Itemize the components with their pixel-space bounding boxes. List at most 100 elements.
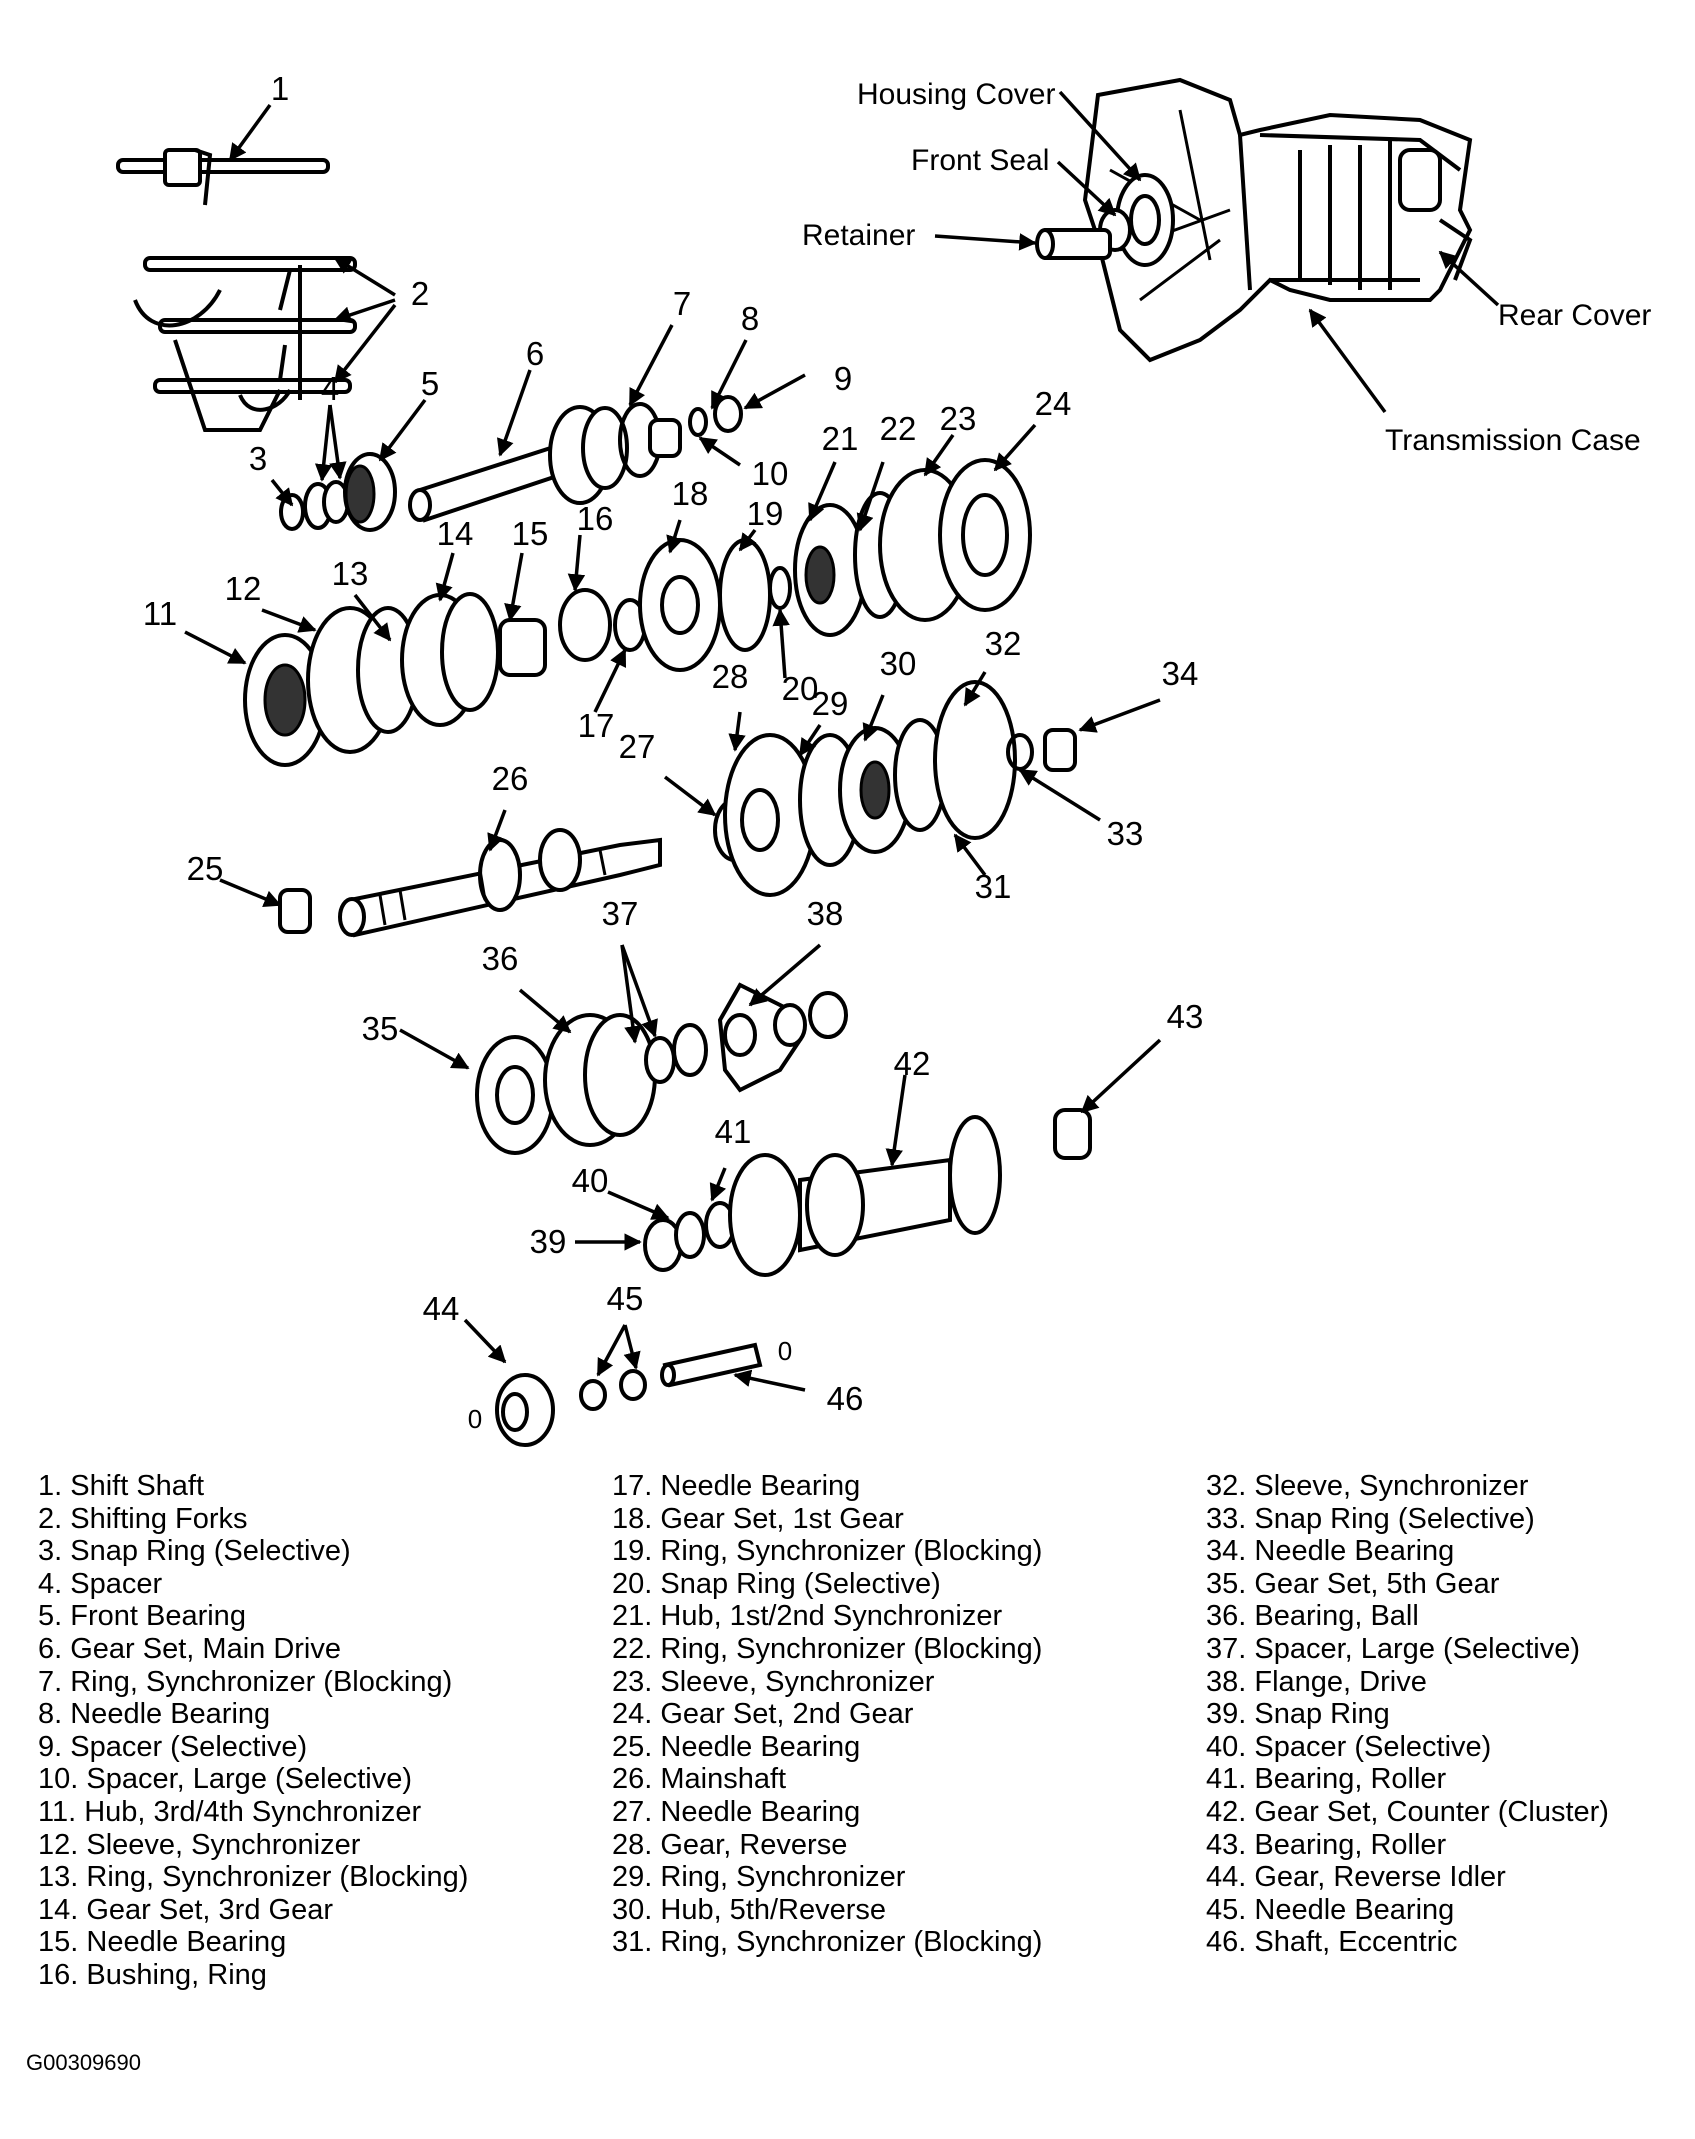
legend-item: 31. Ring, Synchronizer (Blocking) xyxy=(612,1926,1043,1959)
legend-item: 2. Shifting Forks xyxy=(38,1502,248,1535)
callout-5: 5 xyxy=(421,365,439,402)
callout-3: 3 xyxy=(249,440,267,477)
countershaft-42 xyxy=(643,1108,1092,1277)
legend-item: 14. Gear Set, 3rd Gear xyxy=(38,1893,333,1926)
legend-item: 23. Sleeve, Synchronizer xyxy=(612,1665,935,1698)
callout-21: 21 xyxy=(822,420,859,457)
legend-item: 7. Ring, Synchronizer (Blocking) xyxy=(38,1665,453,1698)
callout-25: 25 xyxy=(187,850,224,887)
callout-6: 6 xyxy=(526,335,544,372)
legend-item: 30. Hub, 5th/Reverse xyxy=(612,1893,887,1926)
legend-item: 5. Front Bearing xyxy=(38,1600,246,1633)
callout-32: 32 xyxy=(985,625,1022,662)
legend-item: 6. Gear Set, Main Drive xyxy=(38,1632,341,1665)
mainshaft-26 xyxy=(278,828,662,938)
callout-29: 29 xyxy=(812,685,849,722)
callout-31: 31 xyxy=(975,868,1012,905)
figure-id: G00309690 xyxy=(26,2050,141,2075)
label-front-seal: Front Seal xyxy=(911,144,1049,177)
callout-44: 44 xyxy=(423,1290,460,1327)
label-transmission-case: Transmission Case xyxy=(1385,424,1641,457)
callout-39: 39 xyxy=(530,1223,567,1260)
callout-33: 33 xyxy=(1107,815,1144,852)
legend-item: 18. Gear Set, 1st Gear xyxy=(612,1502,904,1535)
callout-14: 14 xyxy=(437,515,474,552)
washer-mark-left: 0 xyxy=(468,1404,482,1434)
legend-item: 4. Spacer xyxy=(38,1567,163,1600)
callout-20: 20 xyxy=(782,670,819,707)
label-retainer: Retainer xyxy=(802,219,915,252)
callout-41: 41 xyxy=(715,1113,752,1150)
legend-item: 43. Bearing, Roller xyxy=(1206,1828,1447,1861)
legend-item: 46. Shaft, Eccentric xyxy=(1206,1926,1458,1959)
legend-item: 21. Hub, 1st/2nd Synchronizer xyxy=(612,1600,1003,1633)
callout-24: 24 xyxy=(1035,385,1072,422)
legend-item: 44. Gear, Reverse Idler xyxy=(1206,1861,1506,1894)
callout-38: 38 xyxy=(807,895,844,932)
input-shaft-row xyxy=(279,395,743,532)
callout-9: 9 xyxy=(834,360,852,397)
callout-22: 22 xyxy=(880,410,917,447)
legend-item: 28. Gear, Reverse xyxy=(612,1828,848,1861)
callout-17: 17 xyxy=(578,707,615,744)
callout-12: 12 xyxy=(225,570,262,607)
callout-37: 37 xyxy=(602,895,639,932)
legend-item: 1. Shift Shaft xyxy=(38,1470,205,1502)
legend-item: 24. Gear Set, 2nd Gear xyxy=(612,1698,914,1731)
callout-16: 16 xyxy=(577,500,614,537)
callout-46: 46 xyxy=(827,1380,864,1417)
transmission-assembly xyxy=(1035,77,1473,363)
callout-40: 40 xyxy=(572,1162,609,1199)
legend-item: 35. Gear Set, 5th Gear xyxy=(1206,1567,1500,1600)
legend-item: 11. Hub, 3rd/4th Synchronizer xyxy=(38,1795,422,1828)
legend-item: 25. Needle Bearing xyxy=(612,1730,861,1763)
legend-item: 15. Needle Bearing xyxy=(38,1926,287,1959)
callout-7: 7 xyxy=(673,285,691,322)
label-rear-cover: Rear Cover xyxy=(1498,299,1651,332)
assembly-labels: Housing Cover Front Seal Retainer Rear C… xyxy=(802,78,1651,457)
callout-34: 34 xyxy=(1162,655,1199,692)
legend-item: 38. Flange, Drive xyxy=(1206,1665,1427,1698)
callout-18: 18 xyxy=(672,475,709,512)
legend-item: 36. Bearing, Ball xyxy=(1206,1600,1419,1633)
callout-43: 43 xyxy=(1167,998,1204,1035)
part-callouts: 1 2 3 4 5 6 7 8 9 10 11 12 13 14 15 16 1… xyxy=(143,70,1203,1434)
callout-13: 13 xyxy=(332,555,369,592)
legend-item: 42. Gear Set, Counter (Cluster) xyxy=(1206,1795,1609,1828)
legend-item: 33. Snap Ring (Selective) xyxy=(1206,1502,1535,1535)
callout-4: 4 xyxy=(321,370,339,407)
shifting-forks-2 xyxy=(133,256,357,432)
legend-item: 16. Bushing, Ring xyxy=(38,1958,267,1991)
callout-35: 35 xyxy=(362,1010,399,1047)
fifth-gear-row xyxy=(475,982,848,1155)
legend-item: 12. Sleeve, Synchronizer xyxy=(38,1828,361,1861)
washer-mark-right: 0 xyxy=(778,1336,792,1366)
legend-item: 19. Ring, Synchronizer (Blocking) xyxy=(612,1535,1043,1568)
legend-item: 22. Ring, Synchronizer (Blocking) xyxy=(612,1632,1043,1665)
reverse-fifth-row xyxy=(713,680,1077,897)
callout-1: 1 xyxy=(271,70,289,107)
callout-42: 42 xyxy=(894,1045,931,1082)
legend-item: 17. Needle Bearing xyxy=(612,1470,861,1502)
callout-2: 2 xyxy=(411,275,429,312)
legend-item: 34. Needle Bearing xyxy=(1206,1535,1455,1568)
callout-27: 27 xyxy=(619,728,656,765)
legend-item: 45. Needle Bearing xyxy=(1206,1893,1455,1926)
legend-item: 3. Snap Ring (Selective) xyxy=(38,1535,351,1568)
legend-item: 9. Spacer (Selective) xyxy=(38,1730,308,1763)
legend-item: 10. Spacer, Large (Selective) xyxy=(38,1763,412,1796)
legend-item: 37. Spacer, Large (Selective) xyxy=(1206,1632,1580,1665)
callout-36: 36 xyxy=(482,940,519,977)
legend-item: 8. Needle Bearing xyxy=(38,1698,271,1731)
mainshaft-gear-row xyxy=(243,458,1032,767)
exploded-transmission-diagram: Housing Cover Front Seal Retainer Rear C… xyxy=(116,70,1651,1447)
callout-10: 10 xyxy=(752,455,789,492)
legend-item: 41. Bearing, Roller xyxy=(1206,1763,1447,1796)
leader-lines xyxy=(184,90,1500,1392)
callout-28: 28 xyxy=(712,658,749,695)
legend-item: 20. Snap Ring (Selective) xyxy=(612,1567,941,1600)
legend-item: 26. Mainshaft xyxy=(612,1763,787,1796)
callout-11: 11 xyxy=(143,595,177,632)
